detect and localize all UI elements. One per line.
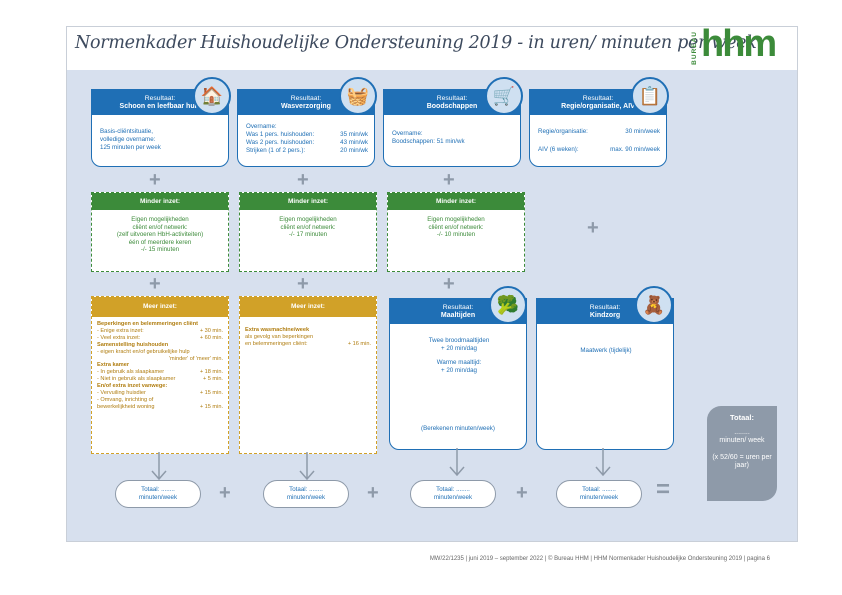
card-line: Basis-cliëntsituatie, xyxy=(100,128,153,135)
page-frame: Normenkader Huishoudelijke Ondersteuning… xyxy=(66,23,798,542)
meer-title: Meer inzet: xyxy=(92,297,228,317)
card-body: Maatwerk (tijdelijk) xyxy=(580,347,632,354)
card-body: Basis-cliëntsituatie, volledige overname… xyxy=(100,128,222,152)
card-name: Maaltijden xyxy=(440,312,476,319)
arrow-down-icon xyxy=(449,448,465,476)
card-body: Overname: Boodschappen: 51 min/wk xyxy=(392,130,514,146)
card-row: Was 1 pers. huishouden:35 min/wk xyxy=(246,131,368,138)
logo: BUREAU hhm xyxy=(691,23,793,69)
header: Normenkader Huishoudelijke Ondersteuning… xyxy=(67,23,797,70)
equals-sign: = xyxy=(656,476,671,503)
arrow-down-icon xyxy=(299,452,315,480)
meer-body: Extra wasmachine/week als gevolg van bep… xyxy=(245,327,371,347)
meer-inzet-box: Meer inzet: Beperkingen en belemmeringen… xyxy=(91,296,229,454)
card-line: Overname: xyxy=(246,123,277,130)
diagram-area: Resultaat:Schoon en leefbaar huis Basis-… xyxy=(67,70,797,541)
plus-sign: + xyxy=(367,482,379,504)
plus-sign: + xyxy=(149,169,161,191)
total-box: Totaal: ........minuten/week xyxy=(263,480,349,508)
meer-inzet-box: Meer inzet: Extra wasmachine/week als ge… xyxy=(239,296,377,454)
card-label: Resultaat: xyxy=(290,95,322,102)
card-body: Twee broodmaaltijden+ 20 min/dag Warme m… xyxy=(428,337,490,374)
grand-total-box: Totaal: ........ minuten/ week (x 52/60 … xyxy=(707,406,777,501)
card-name: Schoon en leefbaar huis xyxy=(119,103,201,110)
plus-sign: + xyxy=(297,169,309,191)
minder-title: Minder inzet: xyxy=(92,193,228,210)
shopping-cart-icon: 🛒 xyxy=(485,77,523,115)
card-name: Regie/organisatie, AIV xyxy=(561,103,635,110)
footer: MW/22/1235 | juni 2019 – september 2022 … xyxy=(429,556,770,562)
card-name: Boodschappen xyxy=(426,103,478,110)
card-body: Overname: Was 1 pers. huishouden:35 min/… xyxy=(246,123,368,155)
card-row: Was 2 pers. huishouden:43 min/wk xyxy=(246,139,368,146)
house-icon: 🏠 xyxy=(193,77,231,115)
minder-title: Minder inzet: xyxy=(240,193,376,210)
card-name: Wasverzorging xyxy=(281,103,331,110)
page-title: Normenkader Huishoudelijke Ondersteuning… xyxy=(75,33,757,53)
card-row: Strijken (1 of 2 pers.):20 min/wk xyxy=(246,147,368,154)
plus-sign: + xyxy=(297,273,309,295)
card-note: (Berekenen minuten/week) xyxy=(421,425,495,432)
arrow-down-icon xyxy=(595,448,611,476)
plus-sign: + xyxy=(149,273,161,295)
card-row: Regie/organisatie:30 min/week xyxy=(538,128,660,135)
broccoli-icon: 🥦 xyxy=(489,286,527,324)
document-icon: 📋 xyxy=(631,77,669,115)
arrow-down-icon xyxy=(151,452,167,480)
card-label: Resultaat: xyxy=(436,95,468,102)
plus-sign: + xyxy=(219,482,231,504)
total-box: Totaal: ........minuten/week xyxy=(115,480,201,508)
card-body: Regie/organisatie:30 min/week AIV (6 wek… xyxy=(538,128,660,154)
card-label: Resultaat: xyxy=(582,95,614,102)
card-name: Kindzorg xyxy=(589,312,621,319)
card-row: AIV (6 weken):max. 90 min/week xyxy=(538,146,660,153)
card-line: Overname: xyxy=(392,130,423,137)
meer-body: Beperkingen en belemmeringen cliënt - En… xyxy=(97,321,223,410)
minder-title: Minder inzet: xyxy=(388,193,524,210)
plus-sign: + xyxy=(516,482,528,504)
logo-hhm: hhm xyxy=(701,23,777,65)
plus-sign: + xyxy=(443,273,455,295)
teddy-bear-icon: 🧸 xyxy=(635,286,673,324)
washing-machine-icon: 🧺 xyxy=(339,77,377,115)
card-label: Resultaat: xyxy=(589,304,621,311)
card-label: Resultaat: xyxy=(442,304,474,311)
meer-title: Meer inzet: xyxy=(240,297,376,317)
plus-sign: + xyxy=(587,217,599,239)
plus-sign: + xyxy=(443,169,455,191)
card-line: Boodschappen: 51 min/wk xyxy=(392,138,465,145)
card-label: Resultaat: xyxy=(144,95,176,102)
logo-bureau: BUREAU xyxy=(691,31,698,65)
card-line: volledige overname: xyxy=(100,136,156,143)
card-line: 125 minuten per week xyxy=(100,144,161,151)
total-box: Totaal: ........minuten/week xyxy=(556,480,642,508)
total-box: Totaal: ........minuten/week xyxy=(410,480,496,508)
